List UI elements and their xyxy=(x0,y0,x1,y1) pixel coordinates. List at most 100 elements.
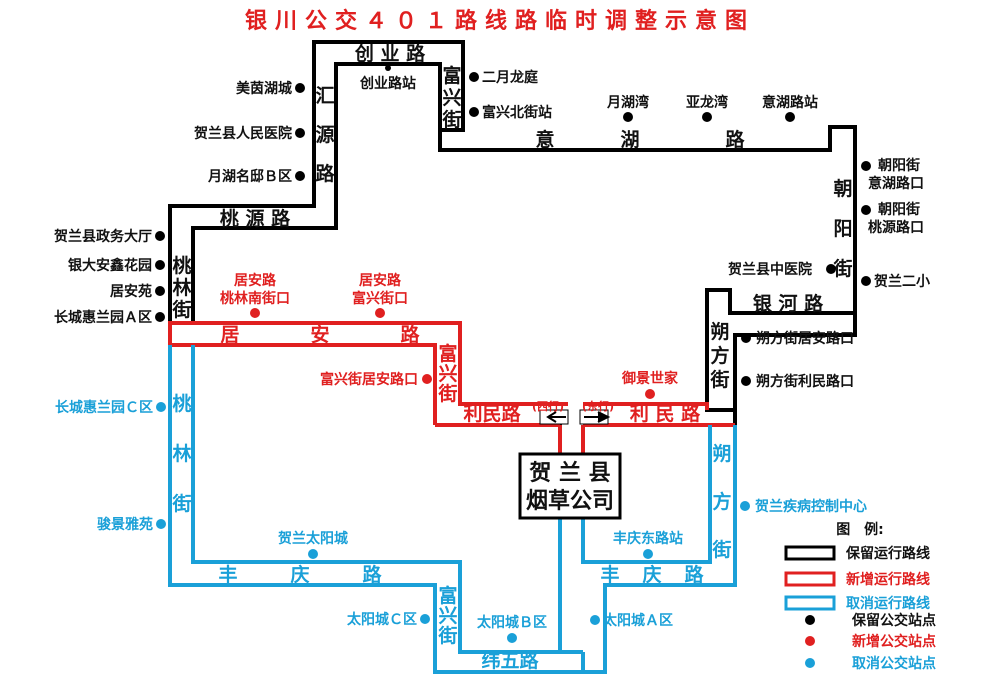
eastbound-note: (东行) xyxy=(582,399,614,413)
street-juan-2: 安 xyxy=(310,323,329,346)
stop-yuehuwan: 月湖湾 xyxy=(606,94,649,111)
street-chaoyang-2: 阳 xyxy=(833,218,852,240)
street-shuofang-black-3: 街 xyxy=(709,368,729,391)
stop-juanyuan: 居安苑 xyxy=(110,283,152,300)
legend-kept-route: 保留运行路线 xyxy=(845,545,930,562)
stop-helan-hospital: 贺兰县人民医院 xyxy=(193,125,292,142)
stop-dot-shuofang-juan xyxy=(741,333,751,343)
stop-chaoyang-taoyuan-2: 桃源路口 xyxy=(868,219,924,236)
street-yinhe: 银 河 路 xyxy=(753,292,824,315)
street-taolin-black-2: 林 xyxy=(172,276,191,299)
west-arrow-icon xyxy=(546,411,566,423)
stop-juan-taolin-1: 居安路 xyxy=(234,272,277,289)
street-chaoyang-3: 街 xyxy=(832,257,852,280)
stop-meiyin-lake: 美茵湖城 xyxy=(236,80,292,97)
stop-taiyang-city: 贺兰太阳城 xyxy=(277,530,348,547)
stop-chuangye-station: 创业路站 xyxy=(359,75,416,92)
stop-chaoyang-taoyuan-1: 朝阳街 xyxy=(878,201,920,218)
legend-added-route-swatch xyxy=(784,571,836,587)
stop-dot-shuofang-limin xyxy=(741,376,751,386)
legend-kept-stop: 保留公交站点 xyxy=(851,612,936,629)
stop-dot-tcm xyxy=(826,264,836,274)
terminal-line1: 贺 兰 县 xyxy=(529,460,610,486)
stop-dot-meiyin xyxy=(295,83,305,93)
stop-dot-juan-fuxing xyxy=(375,308,385,318)
street-fengqing-east-3: 路 xyxy=(684,563,704,586)
cancelled-route-line xyxy=(168,345,737,674)
street-fengqing-west-3: 路 xyxy=(362,563,382,586)
stop-dot-juan-taolin xyxy=(250,308,260,318)
stop-dot-cdc xyxy=(740,501,750,511)
stop-dot-yujing xyxy=(645,389,655,399)
stop-dot-hospital xyxy=(295,128,305,138)
street-fuxing-red-1: 富 xyxy=(438,342,457,365)
stop-eryue-longting: 二月龙庭 xyxy=(482,69,539,86)
stop-juan-taolin-2: 桃林南街口 xyxy=(220,290,290,307)
stop-dot-changcheng-a xyxy=(155,312,165,322)
street-fuxing-bottom-3: 街 xyxy=(437,624,457,647)
stop-junjing: 骏景雅苑 xyxy=(97,516,153,533)
stop-chaoyang-yihu-2: 意湖路口 xyxy=(868,175,924,192)
legend-added-stop-dot xyxy=(805,636,815,646)
stop-fuxing-juan: 富兴街居安路口 xyxy=(320,371,418,388)
stop-dot-yuehuwan xyxy=(623,112,633,122)
stop-fengqing-east-station: 丰庆东路站 xyxy=(613,530,683,547)
map-title: 银川公交４０１路线路临时调整示意图 xyxy=(245,8,755,34)
street-chaoyang-1: 朝 xyxy=(833,178,852,200)
stop-helan-no2: 贺兰二小 xyxy=(873,273,930,290)
street-shuofang-blue-3: 街 xyxy=(711,538,731,561)
street-fuxing-top-3: 街 xyxy=(441,108,461,131)
stop-shuofang-juan: 朔方街居安路口 xyxy=(756,330,854,347)
street-fengqing-east-1: 丰 xyxy=(600,563,619,586)
street-taolin-blue-2: 林 xyxy=(172,442,191,465)
stop-yalongwan: 亚龙湾 xyxy=(686,94,728,111)
stop-dot-fuxing-north xyxy=(469,107,479,117)
stop-dot-yalongwan xyxy=(702,112,712,122)
westbound-note: (西行) xyxy=(532,399,564,413)
stop-dot-eryue xyxy=(469,72,479,82)
stop-taiyang-c: 太阳城Ｃ区 xyxy=(347,611,417,628)
stop-juan-fuxing-2: 富兴街口 xyxy=(352,290,408,307)
terminal-box xyxy=(518,452,622,520)
stop-dot-chaoyang-taoyuan xyxy=(861,205,871,215)
stop-changcheng-a: 长城惠兰园Ａ区 xyxy=(54,309,152,326)
street-huiyuan-2: 源 xyxy=(315,123,334,146)
stop-dot-chaoyang-yihu xyxy=(861,161,871,171)
stop-dot-taiyang-c xyxy=(420,614,430,624)
street-fengqing-west-1: 丰 xyxy=(218,563,237,586)
legend-cancelled-route: 取消运行路线 xyxy=(846,595,930,612)
street-fuxing-bottom-1: 富 xyxy=(438,584,457,607)
legend-title: 图 例: xyxy=(836,521,884,538)
stop-dot-gov xyxy=(155,231,165,241)
stop-yinda-anxin: 银大安鑫花园 xyxy=(68,257,152,274)
street-juan-1: 居 xyxy=(220,324,239,346)
street-taoyuan: 桃 源 路 xyxy=(220,207,291,230)
east-arrow-icon xyxy=(584,411,611,423)
stop-taiyang-b: 太阳城Ｂ区 xyxy=(477,614,547,631)
stop-helan-gov: 贺兰县政务大厅 xyxy=(53,228,152,245)
stop-yihu-station: 意湖路站 xyxy=(762,94,818,111)
stop-dot-yihu xyxy=(785,112,795,122)
stop-shuofang-limin: 朔方街利民路口 xyxy=(756,373,854,390)
street-chuangye: 创 业 路 xyxy=(354,42,426,65)
stop-fuxing-north: 富兴北街站 xyxy=(482,104,552,121)
street-shuofang-blue-1: 朔 xyxy=(712,443,731,465)
street-fuxing-top-1: 富 xyxy=(442,64,461,87)
street-huiyuan-1: 汇 xyxy=(315,85,334,107)
street-taolin-blue-3: 街 xyxy=(171,492,191,515)
stop-helan-tcm: 贺兰县中医院 xyxy=(727,261,812,278)
stop-dot-juanyuan xyxy=(155,286,165,296)
stop-dot-yuehu-mingdi xyxy=(295,171,305,181)
stop-taiyang-a: 太阳城Ａ区 xyxy=(603,612,673,629)
street-taolin-black-1: 桃 xyxy=(172,254,191,277)
street-shuofang-black-1: 朔 xyxy=(710,321,729,343)
stop-changcheng-c: 长城惠兰园Ｃ区 xyxy=(55,399,153,416)
legend: 图 例: 保留运行路线 新增运行路线 取消运行路线 保留公交站点 新增公交站点 … xyxy=(784,521,936,672)
street-fuxing-red-2: 兴 xyxy=(438,363,457,385)
street-taolin-black-3: 街 xyxy=(171,298,191,321)
stop-dot-taiyang-a xyxy=(590,615,600,625)
street-fengqing-east-2: 庆 xyxy=(642,563,661,586)
legend-cancelled-route-swatch xyxy=(784,595,836,611)
stop-dot-fuxing-juan xyxy=(422,374,432,384)
